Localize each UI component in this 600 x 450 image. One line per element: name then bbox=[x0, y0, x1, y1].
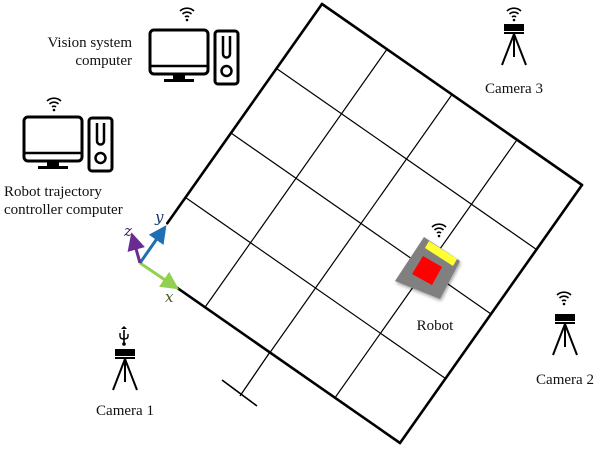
camera-mount bbox=[555, 322, 575, 324]
grid-line bbox=[230, 132, 492, 315]
wifi-icon bbox=[431, 223, 447, 238]
camera-1-icon bbox=[112, 349, 138, 391]
controller-computer-label: Robot trajectory controller computer bbox=[4, 183, 123, 219]
monitor bbox=[148, 28, 210, 76]
tripod-leg bbox=[124, 358, 138, 391]
wifi-dot bbox=[562, 302, 566, 306]
monitor-neck bbox=[173, 74, 185, 79]
wifi-arc bbox=[436, 231, 442, 234]
usb-icon bbox=[119, 326, 129, 346]
wifi-icon bbox=[46, 97, 62, 112]
tower bbox=[87, 116, 114, 173]
wifi-arc bbox=[184, 15, 190, 18]
grid-border bbox=[175, 286, 402, 445]
controller-computer-label-line2: controller computer bbox=[4, 202, 123, 218]
wifi-arc bbox=[179, 7, 195, 12]
tripod-leg bbox=[501, 33, 515, 66]
camera-2-icon bbox=[552, 314, 578, 356]
grid-line bbox=[276, 68, 537, 250]
tower bbox=[213, 29, 240, 86]
tripod-leg bbox=[513, 33, 527, 66]
y-axis-label: y bbox=[155, 208, 164, 226]
controller-computer-label-line1: Robot trajectory bbox=[4, 184, 102, 200]
z-axis-arrow bbox=[127, 232, 145, 264]
camera-1-label: Camera 1 bbox=[96, 403, 154, 419]
wifi-dot bbox=[52, 108, 56, 112]
wifi-icon bbox=[556, 291, 572, 306]
tripod-leg bbox=[552, 323, 566, 356]
grid-tick-marker bbox=[221, 351, 271, 407]
grid-line bbox=[185, 197, 446, 379]
wifi-arc bbox=[511, 15, 517, 18]
camera-mount bbox=[115, 357, 135, 359]
tower-slot bbox=[221, 36, 232, 59]
tripod-leg bbox=[564, 323, 578, 356]
camera-body bbox=[504, 24, 524, 31]
y-axis-arrow bbox=[138, 225, 167, 264]
wifi-icon bbox=[179, 7, 195, 22]
robot-center-marker bbox=[412, 256, 442, 285]
wifi-arc bbox=[506, 7, 522, 12]
tower-button bbox=[94, 151, 107, 165]
vision-computer-label: Vision system computer bbox=[20, 34, 132, 70]
wifi-icon bbox=[506, 7, 522, 22]
wifi-arc bbox=[556, 291, 572, 296]
camera-2-label: Camera 2 bbox=[536, 372, 594, 388]
usb-head bbox=[121, 326, 127, 329]
usb-branch bbox=[119, 333, 129, 340]
wifi-arc bbox=[431, 223, 447, 228]
vision-computer-label-line2: computer bbox=[75, 53, 132, 69]
tower-slot bbox=[95, 123, 106, 146]
x-axis-arrow bbox=[139, 261, 179, 290]
coordinate-frame bbox=[127, 225, 179, 290]
robot[interactable] bbox=[395, 237, 460, 299]
monitor bbox=[22, 115, 84, 163]
camera-body bbox=[555, 314, 575, 321]
tripod-leg bbox=[112, 358, 126, 391]
camera-body bbox=[115, 349, 135, 356]
wifi-arc bbox=[51, 105, 57, 108]
grid-border bbox=[166, 2, 324, 225]
x-axis-label: x bbox=[165, 288, 174, 306]
wifi-arc bbox=[48, 101, 60, 105]
z-axis-label: z bbox=[124, 222, 132, 240]
monitor-neck bbox=[47, 161, 59, 166]
controller-computer-icon bbox=[22, 115, 114, 173]
monitor-stand bbox=[38, 166, 68, 169]
wifi-arc bbox=[433, 227, 445, 231]
camera-3-icon bbox=[501, 24, 527, 66]
wifi-arc bbox=[508, 11, 520, 15]
wifi-arc bbox=[46, 97, 62, 102]
vision-computer-icon bbox=[148, 28, 240, 86]
monitor-stand bbox=[164, 79, 194, 82]
usb-base bbox=[122, 342, 126, 346]
wifi-dot bbox=[185, 18, 189, 22]
wifi-dot bbox=[437, 234, 441, 238]
floor-grid bbox=[166, 2, 584, 445]
vision-computer-label-line1: Vision system bbox=[47, 35, 132, 51]
camera-mount bbox=[504, 32, 524, 34]
wifi-arc bbox=[561, 299, 567, 302]
robot-label: Robot bbox=[416, 318, 454, 334]
wifi-arc bbox=[558, 295, 570, 299]
camera-3-label: Camera 3 bbox=[485, 81, 543, 97]
wifi-arc bbox=[181, 11, 193, 15]
robot-front-marker bbox=[425, 241, 457, 266]
wifi-dot bbox=[512, 18, 516, 22]
tower-button bbox=[220, 64, 233, 78]
